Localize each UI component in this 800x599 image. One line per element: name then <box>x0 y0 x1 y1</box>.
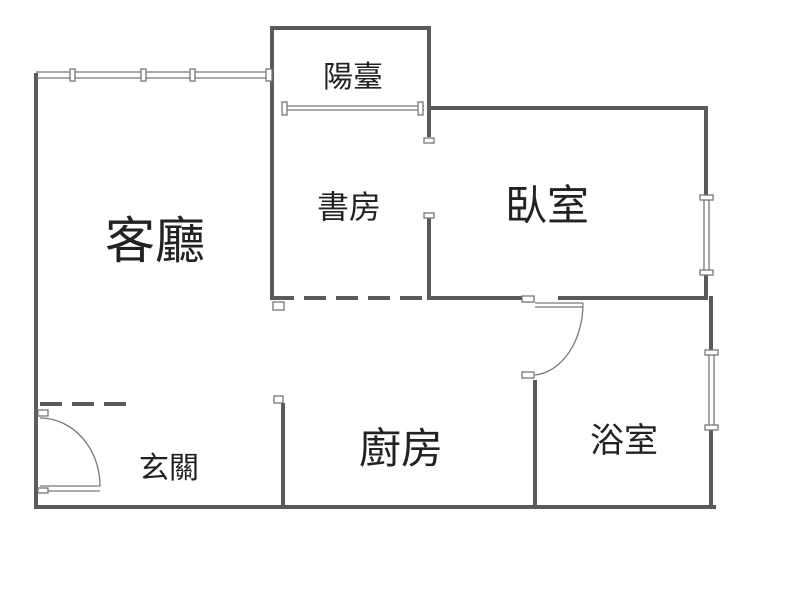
room-label-kitchen: 廚房 <box>359 424 443 473</box>
room-label-bedroom: 臥室 <box>505 181 589 230</box>
room-label-bathroom: 浴室 <box>590 421 658 461</box>
balcony-sliding-door <box>281 101 435 219</box>
bedroom-window <box>699 194 714 276</box>
bathroom-door-swing <box>534 302 584 376</box>
room-label-entrance: 玄關 <box>139 451 199 486</box>
room-label-balcony: 陽臺 <box>323 60 383 95</box>
room-label-study: 書房 <box>317 188 381 226</box>
entrance-door-swing <box>37 409 101 494</box>
wall-posts <box>272 295 535 404</box>
bathroom-window <box>704 349 719 431</box>
living-room-window <box>36 68 273 82</box>
dashed-partitions <box>40 296 429 406</box>
room-label-living-room: 客廳 <box>105 212 205 270</box>
